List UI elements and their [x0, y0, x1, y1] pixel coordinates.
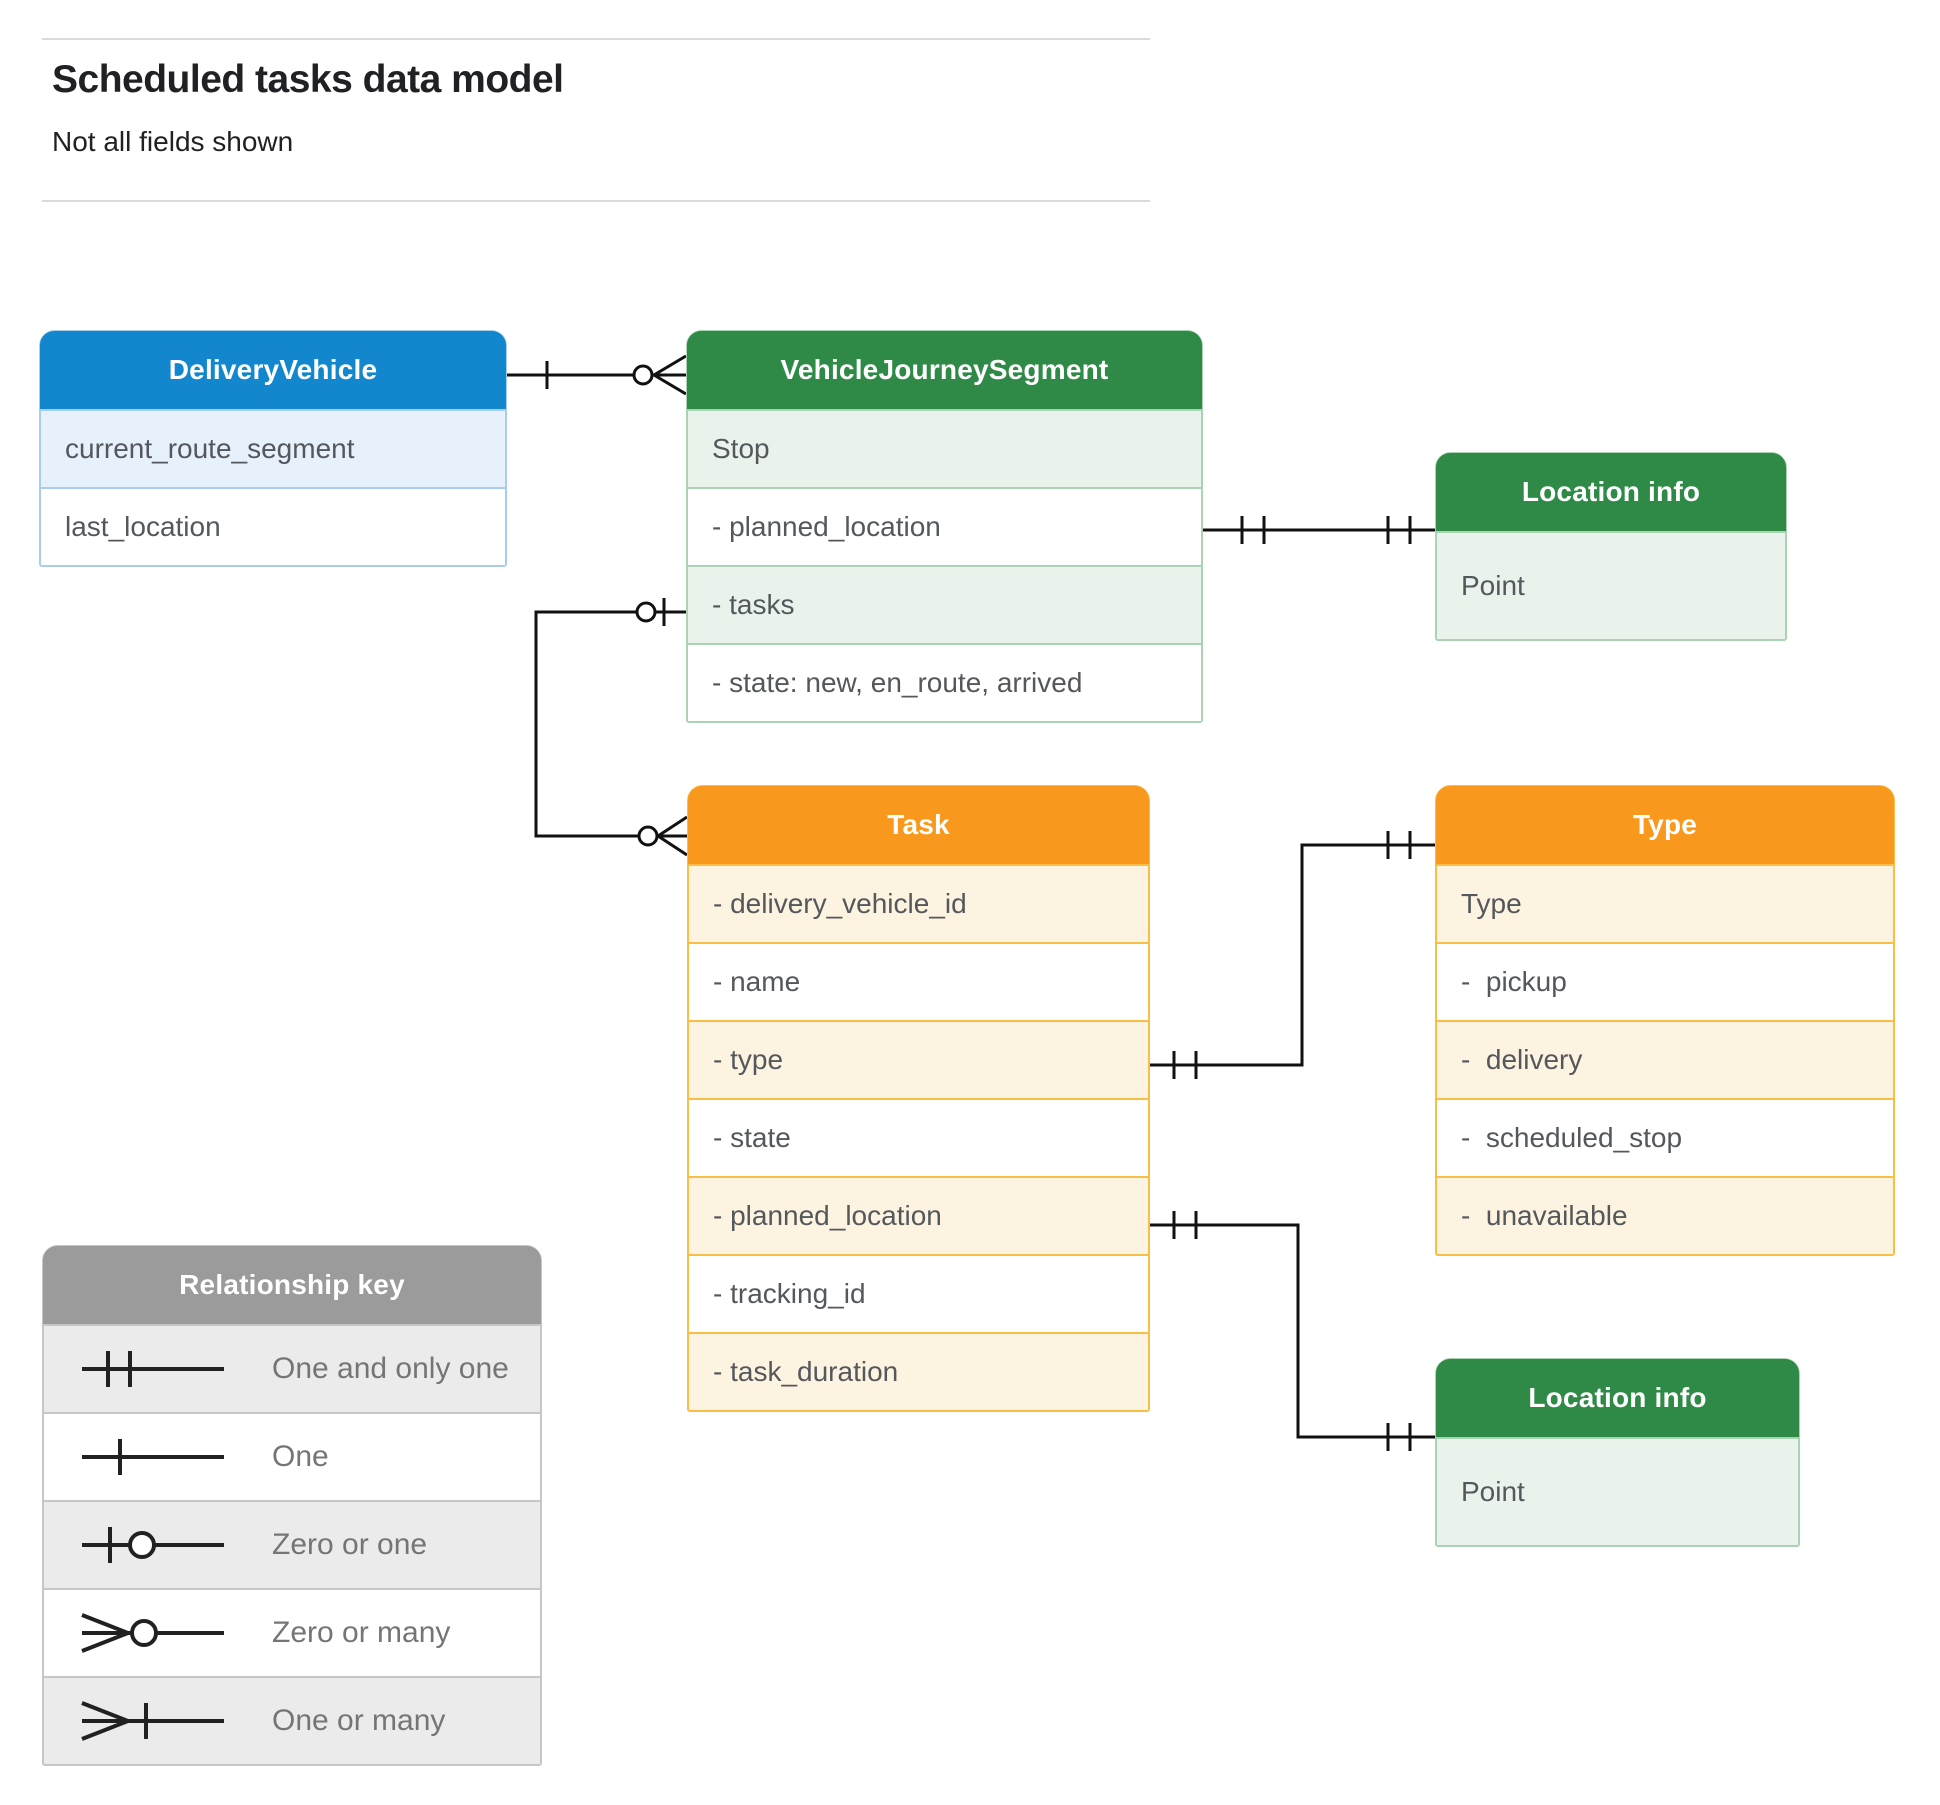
entity-type: Type Type - pickup - delivery - schedule… [1435, 785, 1895, 1256]
connector-vjs-tasks-task [534, 598, 688, 857]
field-row: - scheduled_stop [1437, 1098, 1893, 1176]
legend-item-label: Zero or many [272, 1616, 451, 1649]
legend-item: Zero or many [44, 1588, 540, 1676]
field-row: Type [1437, 864, 1893, 942]
entity-location-info-1: Location info Point [1435, 452, 1787, 641]
entity-delivery-vehicle: DeliveryVehicle current_route_segment la… [39, 330, 507, 567]
legend-title: Relationship key [43, 1246, 541, 1324]
entity-title: VehicleJourneySegment [687, 331, 1202, 409]
entity-title: Task [688, 786, 1149, 864]
field-row: - tracking_id [689, 1254, 1148, 1332]
one-icon [82, 1439, 224, 1475]
field-row: - delivery [1437, 1020, 1893, 1098]
field-row: Point [1437, 531, 1785, 639]
legend-item-label: One or many [272, 1704, 446, 1737]
field-row: Stop [688, 409, 1201, 487]
entity-title: DeliveryVehicle [40, 331, 506, 409]
one-or-many-icon [81, 1701, 224, 1741]
field-row: - delivery_vehicle_id [689, 864, 1148, 942]
field-row: - type [689, 1020, 1148, 1098]
zero-or-one-icon [82, 1527, 224, 1563]
entity-task: Task - delivery_vehicle_id - name - type… [687, 785, 1150, 1412]
zero-or-many-icon [81, 1613, 224, 1653]
entity-title: Type [1436, 786, 1894, 864]
page-title: Scheduled tasks data model [52, 58, 564, 101]
entity-title: Location info [1436, 453, 1786, 531]
title-divider [42, 200, 1150, 202]
connector-task-locationinfo [1150, 1211, 1435, 1451]
entity-location-info-2: Location info Point [1435, 1358, 1800, 1547]
page-subtitle: Not all fields shown [52, 126, 294, 157]
top-divider [42, 38, 1150, 40]
legend-item-label: One [272, 1440, 329, 1473]
relationship-key: Relationship key One and only one One Ze… [42, 1245, 542, 1766]
field-row: - name [689, 942, 1148, 1020]
connector-vjs-locationinfo [1203, 516, 1435, 544]
field-row: last_location [41, 487, 505, 565]
legend-item: One or many [44, 1676, 540, 1764]
legend-item: One and only one [44, 1324, 540, 1412]
entity-vehicle-journey-segment: VehicleJourneySegment Stop - planned_loc… [686, 330, 1203, 723]
legend-item: One [44, 1412, 540, 1500]
field-row: - tasks [688, 565, 1201, 643]
connector-deliveryvehicle-vjs [507, 354, 687, 396]
field-row: - state: new, en_route, arrived [688, 643, 1201, 721]
field-row: - task_duration [689, 1332, 1148, 1410]
field-row: Point [1437, 1437, 1798, 1545]
connector-task-type [1150, 831, 1435, 1079]
legend-item: Zero or one [44, 1500, 540, 1588]
legend-item-label: Zero or one [272, 1528, 428, 1561]
field-row: - state [689, 1098, 1148, 1176]
field-row: - unavailable [1437, 1176, 1893, 1254]
one-and-only-one-icon [82, 1351, 224, 1387]
field-row: - pickup [1437, 942, 1893, 1020]
field-row: - planned_location [689, 1176, 1148, 1254]
field-row: current_route_segment [41, 409, 505, 487]
field-row: - planned_location [688, 487, 1201, 565]
entity-title: Location info [1436, 1359, 1799, 1437]
legend-item-label: One and only one [272, 1352, 509, 1385]
